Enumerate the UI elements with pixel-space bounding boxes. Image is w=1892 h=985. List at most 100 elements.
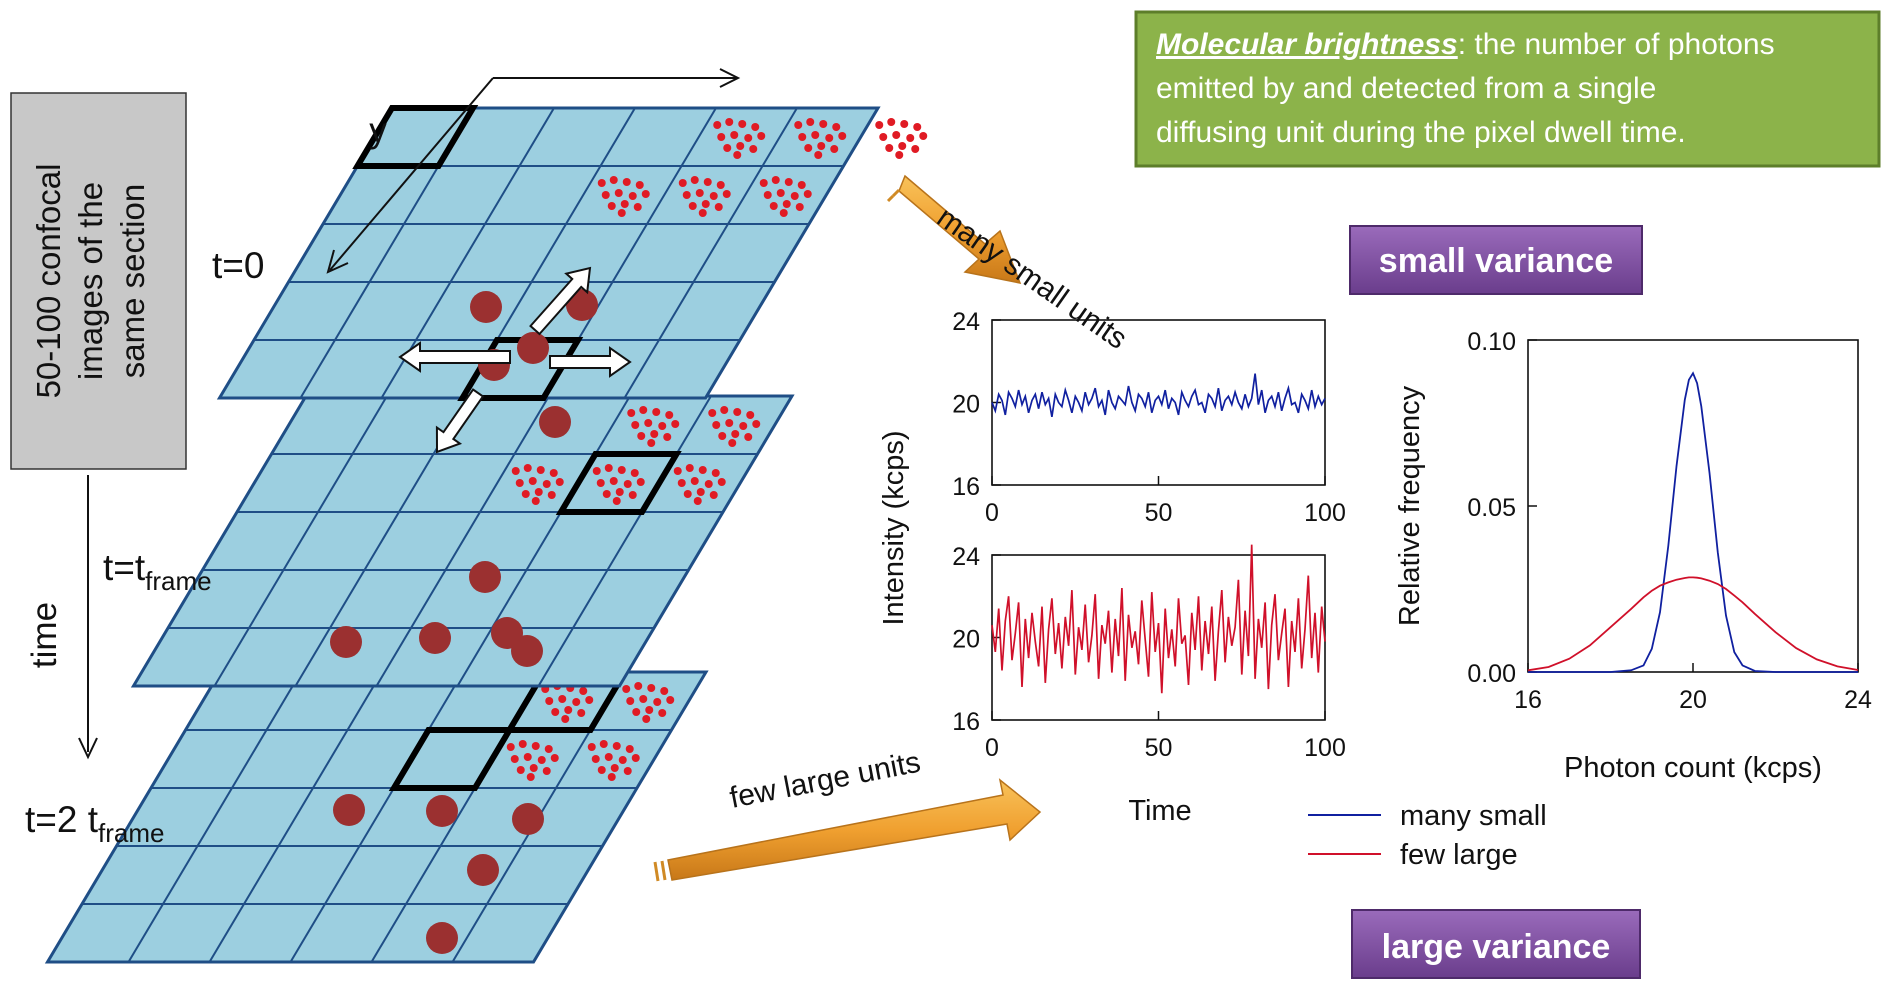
small-particle (817, 142, 826, 150)
small-particle (723, 144, 732, 152)
small-particle (704, 480, 713, 488)
small-particle (639, 406, 648, 414)
small-particle (663, 433, 672, 441)
x-tick-label: 0 (985, 499, 999, 527)
small-particle (633, 203, 642, 211)
small-particle (635, 181, 644, 189)
small-particle (617, 466, 626, 474)
small-particle (895, 151, 904, 159)
small-particle (673, 467, 682, 475)
definition-line-1: Molecular brightness: the number of phot… (1156, 28, 1775, 61)
small-particle (647, 684, 656, 692)
small-particle (599, 740, 608, 748)
small-particle (534, 488, 543, 496)
small-particle (701, 200, 710, 208)
grid-line (213, 395, 388, 687)
small-particle (544, 745, 553, 753)
small-particle (537, 756, 546, 764)
small-particle (597, 179, 606, 187)
y-tick-label: 0.00 (1467, 660, 1516, 688)
small-particle (698, 466, 707, 474)
small-particle (602, 490, 611, 498)
small-particle (825, 134, 834, 142)
small-particle (536, 466, 545, 474)
small-particle (713, 121, 722, 129)
small-particle (564, 706, 573, 714)
x-tick-label: 0 (985, 734, 999, 762)
small-particle (671, 420, 680, 428)
small-particle (516, 766, 525, 774)
time-x-label: Time (1128, 795, 1191, 827)
small-particle (542, 767, 551, 775)
small-particle (769, 202, 778, 210)
small-particle (577, 709, 586, 717)
small-particle (688, 202, 697, 210)
label-2t-frame: t=2 tframe (25, 799, 165, 848)
grid-line (537, 395, 712, 687)
series-line-many-small (1528, 371, 1858, 673)
y-tick-label: 24 (952, 308, 980, 336)
small-particle (736, 142, 745, 150)
small-particle (660, 687, 669, 695)
small-particle (592, 467, 601, 475)
small-particle (626, 697, 635, 705)
small-particle (620, 200, 629, 208)
small-particle (749, 145, 758, 153)
small-particle (641, 190, 650, 198)
small-particle (730, 131, 739, 139)
small-particle (642, 715, 651, 723)
small-particle (609, 176, 618, 184)
small-particle (542, 480, 551, 488)
definition-term: Molecular brightness (1156, 28, 1458, 61)
small-particle (551, 708, 560, 716)
small-particle (591, 755, 600, 763)
x-tick-label: 100 (1304, 734, 1346, 762)
small-particle (622, 685, 631, 693)
small-particle (644, 419, 653, 427)
small-particle (596, 479, 605, 487)
large-variance-badge: large variance (1351, 909, 1641, 979)
small-particle (627, 409, 636, 417)
label-t0: t=0 (212, 245, 264, 286)
small-particle (683, 490, 692, 498)
large-particle (419, 622, 451, 654)
small-particle (614, 189, 623, 197)
small-particle (690, 477, 699, 485)
large-particle (333, 794, 365, 826)
small-particle (900, 120, 909, 128)
large-particle (470, 291, 502, 323)
small-particle (609, 477, 618, 485)
small-particle (561, 715, 570, 723)
definition-line-2: emitted by and detected from a single (1156, 72, 1656, 105)
small-particle (752, 420, 761, 428)
small-particle (631, 754, 640, 762)
small-particle (814, 151, 823, 159)
small-particle (631, 421, 640, 429)
small-particle (685, 464, 694, 472)
caption-line-1: 50-100 confocal (30, 164, 67, 399)
small-particle (610, 764, 619, 772)
small-particle (696, 488, 705, 496)
small-particle (531, 497, 540, 505)
small-particle (653, 698, 662, 706)
large-particle (511, 635, 543, 667)
small-particle (511, 467, 520, 475)
small-particle (722, 190, 731, 198)
x-tick-label: 20 (1679, 686, 1707, 714)
small-particle (550, 754, 559, 762)
small-particle (795, 203, 804, 211)
y-tick-label: 0.10 (1467, 328, 1516, 356)
small-particle (677, 479, 686, 487)
legend-label-few-large: few large (1400, 839, 1518, 871)
time-axis-label: time (25, 602, 64, 668)
small-particle (612, 742, 621, 750)
label-few-large-units: few large units (727, 746, 923, 815)
small-particle (506, 743, 515, 751)
small-particle (718, 432, 727, 440)
small-particle (798, 133, 807, 141)
small-particle (658, 709, 667, 717)
diffusion-arrow (549, 346, 632, 378)
grid-line (289, 671, 464, 963)
small-particle (811, 131, 820, 139)
small-particle (523, 753, 532, 761)
